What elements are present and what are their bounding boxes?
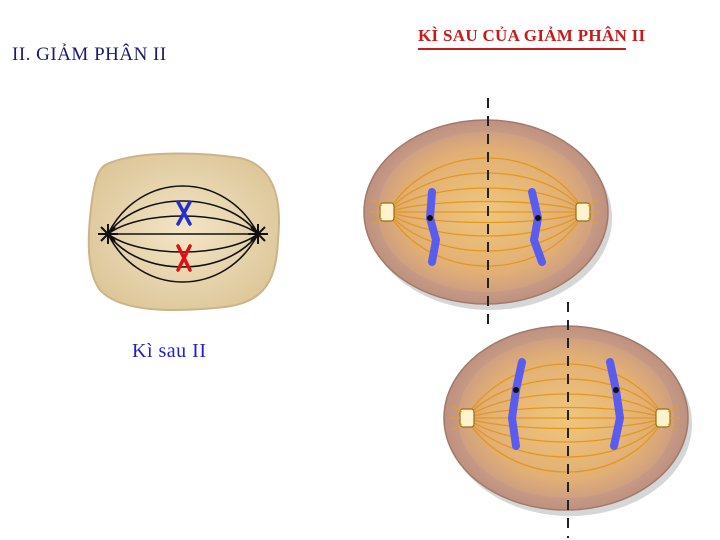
lower-cell-spindle: [465, 363, 665, 473]
upper-cell: [363, 119, 612, 310]
lower-left-centriole-icon: [450, 405, 475, 431]
right-pole-aster-icon: [248, 224, 268, 244]
illustration-title-underline: [418, 48, 626, 50]
illustration-title: KÌ SAU CỦA GIẢM PHÂN II: [418, 26, 646, 45]
upper-right-chromatids-icon: [528, 188, 546, 266]
lower-cell: [443, 325, 692, 516]
lower-right-centromere-icon: [613, 387, 619, 393]
slide-title: II. GIẢM PHÂN II: [12, 44, 167, 65]
upper-right-centriole-icon: [575, 199, 600, 225]
upper-left-centromere-icon: [427, 215, 433, 221]
lower-right-centriole-icon: [655, 405, 680, 431]
lower-left-chromatids-icon: [508, 358, 526, 450]
schematic-cell: [87, 152, 280, 311]
upper-right-centromere-icon: [535, 215, 541, 221]
stage-caption: Kì sau II: [132, 340, 207, 362]
left-pole-aster-icon: [98, 224, 118, 244]
lower-right-chromatids-icon: [606, 358, 624, 450]
blue-chromosome-pair-icon: [176, 200, 192, 226]
upper-left-centriole-icon: [370, 199, 395, 225]
red-chromosome-pair-icon: [176, 244, 192, 272]
upper-left-chromatids-icon: [426, 188, 440, 266]
lower-left-centromere-icon: [513, 387, 519, 393]
